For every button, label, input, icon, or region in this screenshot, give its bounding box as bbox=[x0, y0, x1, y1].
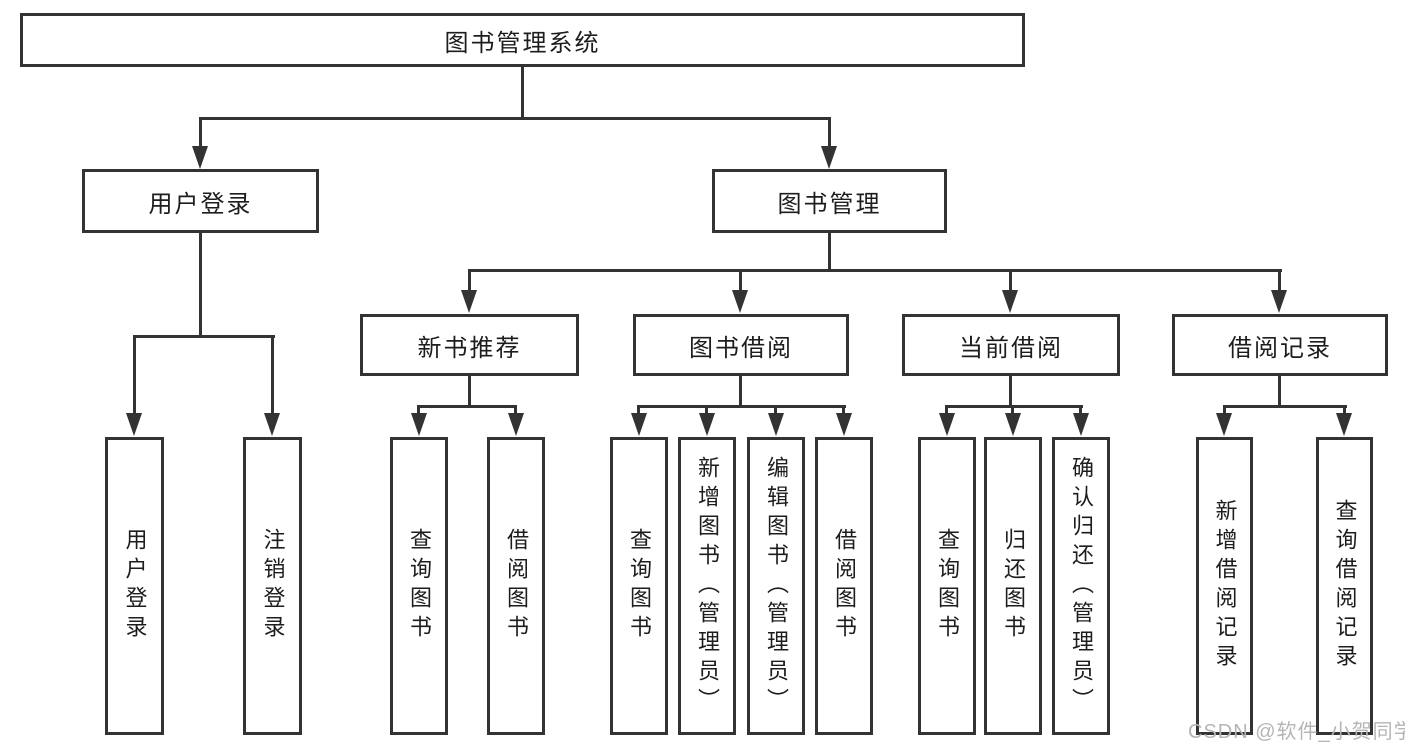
edge-s2-drop-2 bbox=[1011, 405, 1014, 415]
arrowhead-down-icon bbox=[1073, 413, 1089, 436]
edge-book-rail bbox=[468, 269, 1282, 272]
leaf-s0-borrow-book: 借阅图书 bbox=[487, 437, 545, 735]
arrowhead-down-icon bbox=[1002, 290, 1018, 313]
arrowhead-down-icon bbox=[939, 413, 955, 436]
arrowhead-down-icon bbox=[192, 146, 208, 169]
node-user-login-branch: 用户登录 bbox=[82, 169, 319, 233]
edge-user-rail bbox=[133, 335, 275, 338]
leaf-s3-add-borrow-record-label: 新增借阅记录 bbox=[1212, 499, 1238, 673]
leaf-s2-confirm-return-admin: 确认归还（管理员） bbox=[1052, 437, 1110, 735]
edge-s3-drop-2 bbox=[1343, 405, 1346, 415]
node-book-management-branch: 图书管理 bbox=[712, 169, 947, 233]
node-root-label: 图书管理系统 bbox=[444, 29, 601, 57]
edge-s1-drop-1 bbox=[637, 405, 640, 415]
arrowhead-down-icon bbox=[732, 290, 748, 313]
arrowhead-down-icon bbox=[1216, 413, 1232, 436]
arrowhead-down-icon bbox=[461, 290, 477, 313]
node-book-management-branch-label: 图书管理 bbox=[777, 190, 882, 218]
leaf-s0-borrow-book-label: 借阅图书 bbox=[504, 528, 529, 644]
edge-book-stem bbox=[828, 233, 831, 271]
node-current-borrowing: 当前借阅 bbox=[902, 314, 1120, 376]
edge-user-stem bbox=[199, 233, 202, 337]
node-new-book-recommend: 新书推荐 bbox=[360, 314, 579, 376]
edge-s2-stem bbox=[1009, 376, 1012, 407]
edge-s2-drop-1 bbox=[945, 405, 948, 415]
leaf-s0-query-book-label: 查询图书 bbox=[407, 528, 432, 644]
arrowhead-down-icon bbox=[1271, 290, 1287, 313]
edge-s1-drop-4 bbox=[842, 405, 845, 415]
leaf-s3-query-borrow-record: 查询借阅记录 bbox=[1316, 437, 1373, 735]
edge-user-drop-1 bbox=[133, 335, 136, 415]
arrowhead-down-icon bbox=[508, 413, 524, 436]
arrowhead-down-icon bbox=[821, 146, 837, 169]
edge-root-drop-book bbox=[828, 117, 831, 148]
leaf-s1-add-book-admin-label: 新增图书（管理员） bbox=[695, 455, 720, 717]
leaf-s2-return-book-label: 归还图书 bbox=[1001, 528, 1026, 644]
arrowhead-down-icon bbox=[1005, 413, 1021, 436]
arrowhead-down-icon bbox=[631, 413, 647, 436]
leaf-s1-borrow-book-label: 借阅图书 bbox=[832, 528, 857, 644]
node-book-borrowing-label: 图书借阅 bbox=[689, 334, 793, 362]
edge-s2-rail bbox=[945, 405, 1083, 408]
edge-user-drop-2 bbox=[271, 335, 274, 415]
node-borrowing-records-label: 借阅记录 bbox=[1228, 334, 1332, 362]
leaf-s1-query-book: 查询图书 bbox=[610, 437, 668, 735]
edge-book-drop-1 bbox=[468, 269, 471, 292]
leaf-s2-query-book-label: 查询图书 bbox=[935, 528, 960, 644]
leaf-logout-label: 注销登录 bbox=[260, 528, 286, 644]
arrowhead-down-icon bbox=[411, 413, 427, 436]
edge-root-rail bbox=[199, 117, 831, 120]
node-user-login-branch-label: 用户登录 bbox=[148, 190, 253, 218]
edge-s3-drop-1 bbox=[1223, 405, 1226, 415]
leaf-s1-edit-book-admin-label: 编辑图书（管理员） bbox=[764, 455, 789, 717]
node-root: 图书管理系统 bbox=[20, 13, 1025, 67]
leaf-s1-borrow-book: 借阅图书 bbox=[815, 437, 873, 735]
edge-book-drop-2 bbox=[739, 269, 742, 292]
leaf-user-login-label: 用户登录 bbox=[122, 528, 148, 644]
leaf-logout: 注销登录 bbox=[243, 437, 302, 735]
arrowhead-down-icon bbox=[126, 413, 142, 436]
arrowhead-down-icon bbox=[264, 413, 280, 436]
leaf-s2-query-book: 查询图书 bbox=[918, 437, 976, 735]
edge-root-drop-user bbox=[199, 117, 202, 148]
node-current-borrowing-label: 当前借阅 bbox=[959, 334, 1063, 362]
arrowhead-down-icon bbox=[768, 413, 784, 436]
edge-root-stem bbox=[521, 67, 524, 118]
leaf-s3-add-borrow-record: 新增借阅记录 bbox=[1196, 437, 1253, 735]
csdn-watermark: CSDN @软件_小贺同学 bbox=[1188, 721, 1405, 743]
edge-s1-stem bbox=[739, 376, 742, 407]
leaf-s1-add-book-admin: 新增图书（管理员） bbox=[678, 437, 736, 735]
edge-s1-rail bbox=[637, 405, 846, 408]
arrowhead-down-icon bbox=[836, 413, 852, 436]
leaf-s1-edit-book-admin: 编辑图书（管理员） bbox=[747, 437, 805, 735]
edge-s1-drop-3 bbox=[774, 405, 777, 415]
edge-s0-rail bbox=[417, 405, 517, 408]
edge-s3-rail bbox=[1223, 405, 1347, 408]
arrowhead-down-icon bbox=[699, 413, 715, 436]
arrowhead-down-icon bbox=[1336, 413, 1352, 436]
edge-s0-drop-2 bbox=[514, 405, 517, 415]
leaf-s0-query-book: 查询图书 bbox=[390, 437, 448, 735]
node-new-book-recommend-label: 新书推荐 bbox=[417, 334, 522, 362]
edge-s3-stem bbox=[1278, 376, 1281, 407]
node-borrowing-records: 借阅记录 bbox=[1172, 314, 1388, 376]
leaf-s1-query-book-label: 查询图书 bbox=[627, 528, 652, 644]
edge-s2-drop-3 bbox=[1079, 405, 1082, 415]
edge-s0-drop-1 bbox=[417, 405, 420, 415]
leaf-s3-query-borrow-record-label: 查询借阅记录 bbox=[1332, 499, 1358, 673]
edge-book-drop-4 bbox=[1278, 269, 1281, 292]
edge-book-drop-3 bbox=[1009, 269, 1012, 292]
node-book-borrowing: 图书借阅 bbox=[633, 314, 849, 376]
leaf-s2-return-book: 归还图书 bbox=[984, 437, 1042, 735]
leaf-s2-confirm-return-admin-label: 确认归还（管理员） bbox=[1069, 455, 1094, 717]
leaf-user-login: 用户登录 bbox=[105, 437, 164, 735]
edge-s1-drop-2 bbox=[705, 405, 708, 415]
edge-s0-stem bbox=[468, 376, 471, 407]
